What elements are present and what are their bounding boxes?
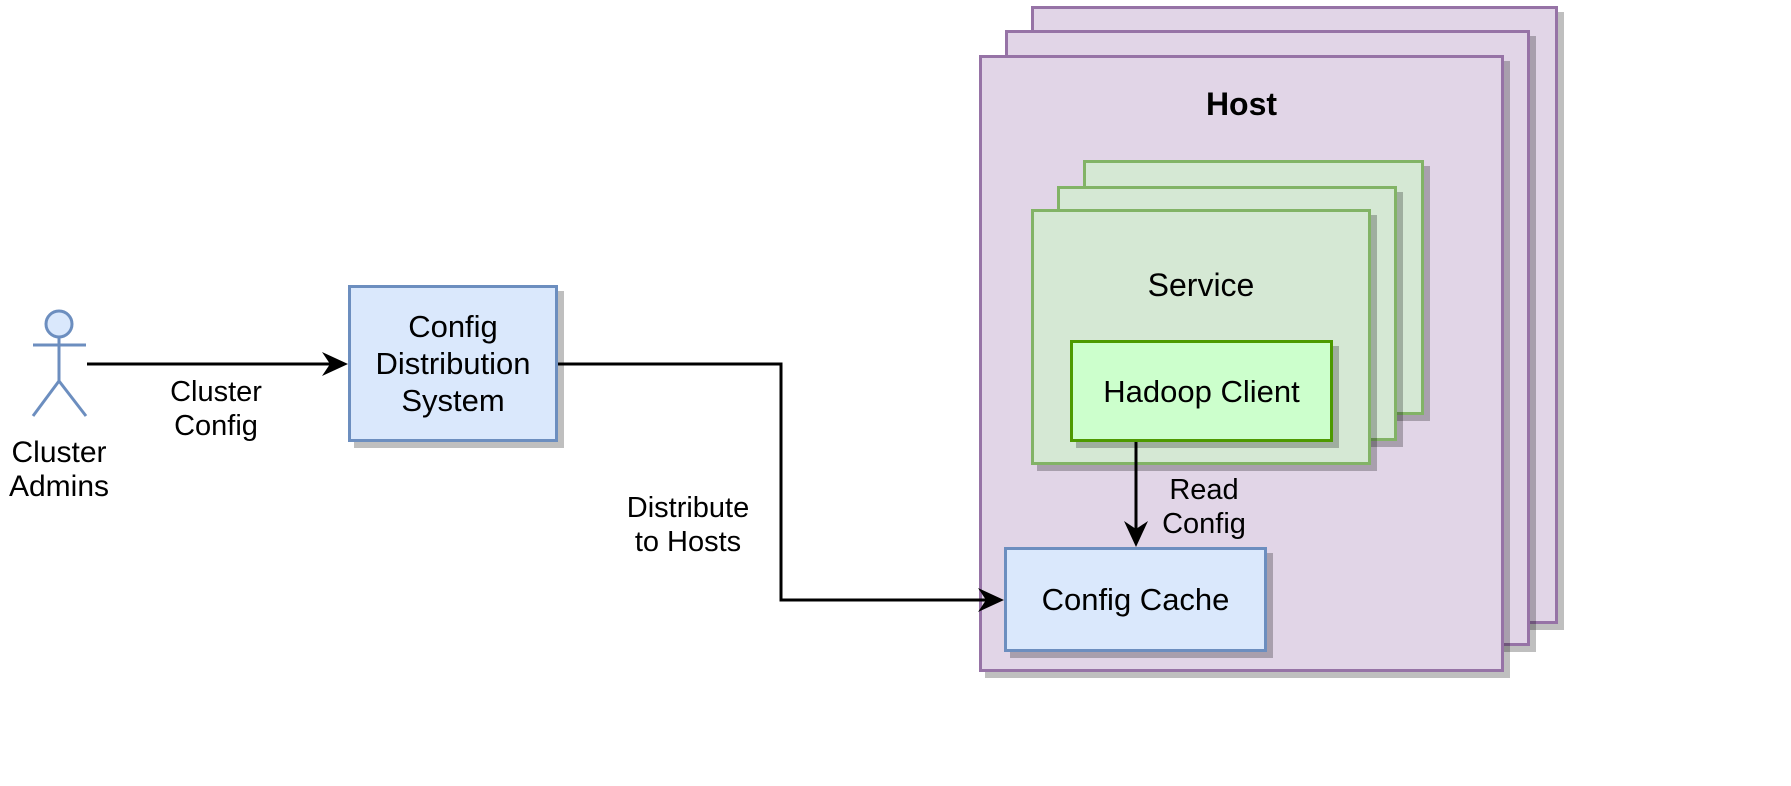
distribute-label: Distribute to Hosts (618, 491, 758, 559)
read-config-line1: Read (1169, 474, 1239, 506)
person-icon[interactable] (31, 309, 88, 417)
cluster-config-edge[interactable] (87, 352, 348, 376)
arrowhead-icon (1124, 521, 1148, 547)
distribute-line1: Distribute (626, 492, 750, 524)
config-distribution-node[interactable]: Config Distribution System (348, 285, 558, 442)
actor-label: Cluster Admins (0, 436, 118, 504)
read-config-line2: Config (1162, 508, 1246, 540)
arrowhead-icon (978, 588, 1004, 612)
config-cache-node[interactable]: Config Cache (1004, 547, 1267, 652)
distribute-edge[interactable] (558, 362, 1004, 612)
config-distribution-line1: Config (408, 309, 498, 344)
config-distribution-line2: Distribution (375, 346, 531, 381)
distribute-line2: to Hosts (634, 526, 742, 558)
hadoop-client-label: Hadoop Client (1103, 373, 1300, 409)
host-title: Host (1205, 86, 1278, 122)
arrowhead-icon (322, 352, 348, 376)
cluster-config-line1: Cluster (170, 376, 262, 408)
cluster-config-line2: Config (174, 410, 258, 442)
hadoop-client-node[interactable]: Hadoop Client (1070, 340, 1333, 442)
cluster-config-label: Cluster Config (156, 375, 276, 443)
read-config-label: Read Config (1154, 473, 1254, 541)
read-config-edge[interactable] (1124, 442, 1148, 547)
service-title: Service (1147, 267, 1255, 303)
config-distribution-line3: System (401, 383, 505, 418)
config-cache-label: Config Cache (1041, 582, 1230, 617)
actor-label-line2: Admins (8, 470, 110, 503)
actor-label-line1: Cluster (11, 436, 107, 469)
